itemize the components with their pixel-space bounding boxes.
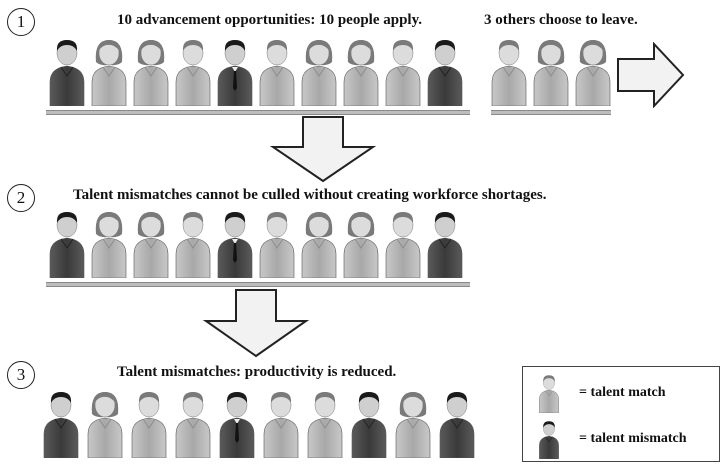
talent-match-person-icon <box>488 36 530 106</box>
talent-mismatch-person-icon <box>424 208 466 278</box>
down-arrow-icon-2 <box>203 289 309 358</box>
legend-match-label: = talent match <box>579 385 666 400</box>
step-1-caption: 10 advancement opportunities: 10 people … <box>117 12 423 28</box>
talent-mismatch-person-icon <box>348 388 390 458</box>
talent-match-person-icon <box>340 208 382 278</box>
talent-match-person-icon <box>172 208 214 278</box>
talent-match-person-icon <box>298 208 340 278</box>
step-2-caption: Talent mismatches cannot be culled witho… <box>73 187 547 203</box>
talent-match-person-icon <box>304 388 346 458</box>
talent-match-person-icon <box>340 36 382 106</box>
talent-match-person-icon <box>84 388 126 458</box>
talent-match-person-icon <box>130 208 172 278</box>
talent-mismatch-person-icon <box>424 36 466 106</box>
talent-mismatch-person-icon <box>214 208 256 278</box>
talent-match-person-icon <box>572 36 614 106</box>
leave-arrow-icon <box>617 42 685 108</box>
talent-match-person-icon <box>172 388 214 458</box>
talent-match-person-icon <box>256 208 298 278</box>
talent-match-icon <box>533 373 565 413</box>
talent-mismatch-person-icon <box>436 388 478 458</box>
leavers-row <box>488 36 614 106</box>
legend-item-mismatch: = talent mismatch <box>533 419 687 459</box>
floor-line-1 <box>46 110 470 115</box>
talent-mismatch-person-icon <box>46 36 88 106</box>
talent-match-person-icon <box>88 208 130 278</box>
talent-match-person-icon <box>382 36 424 106</box>
step-2-number: 2 <box>7 184 35 212</box>
talent-match-person-icon <box>392 388 434 458</box>
legend-item-match: = talent match <box>533 373 666 413</box>
applicants-row-1 <box>46 36 466 106</box>
step-3-number: 3 <box>7 361 35 389</box>
talent-mismatch-person-icon <box>46 208 88 278</box>
talent-mismatch-person-icon <box>216 388 258 458</box>
talent-match-person-icon <box>128 388 170 458</box>
legend-mismatch-label: = talent mismatch <box>579 431 687 446</box>
down-arrow-icon-1 <box>270 116 376 183</box>
talent-match-person-icon <box>530 36 572 106</box>
workforce-row-3 <box>40 388 480 458</box>
floor-line-2 <box>46 282 470 287</box>
step-1-number: 1 <box>7 8 35 36</box>
step-1-side-caption: 3 others choose to leave. <box>484 12 638 28</box>
floor-line-leavers <box>491 110 611 115</box>
talent-match-person-icon <box>256 36 298 106</box>
talent-match-person-icon <box>172 36 214 106</box>
talent-match-person-icon <box>260 388 302 458</box>
talent-match-person-icon <box>298 36 340 106</box>
talent-mismatch-person-icon <box>214 36 256 106</box>
talent-mismatch-icon <box>533 419 565 459</box>
talent-mismatch-person-icon <box>40 388 82 458</box>
talent-match-person-icon <box>88 36 130 106</box>
legend: = talent match = talent mismatch <box>522 366 720 462</box>
step-3-caption: Talent mismatches: productivity is reduc… <box>117 364 397 380</box>
applicants-row-2 <box>46 208 466 278</box>
talent-match-person-icon <box>130 36 172 106</box>
talent-match-person-icon <box>382 208 424 278</box>
